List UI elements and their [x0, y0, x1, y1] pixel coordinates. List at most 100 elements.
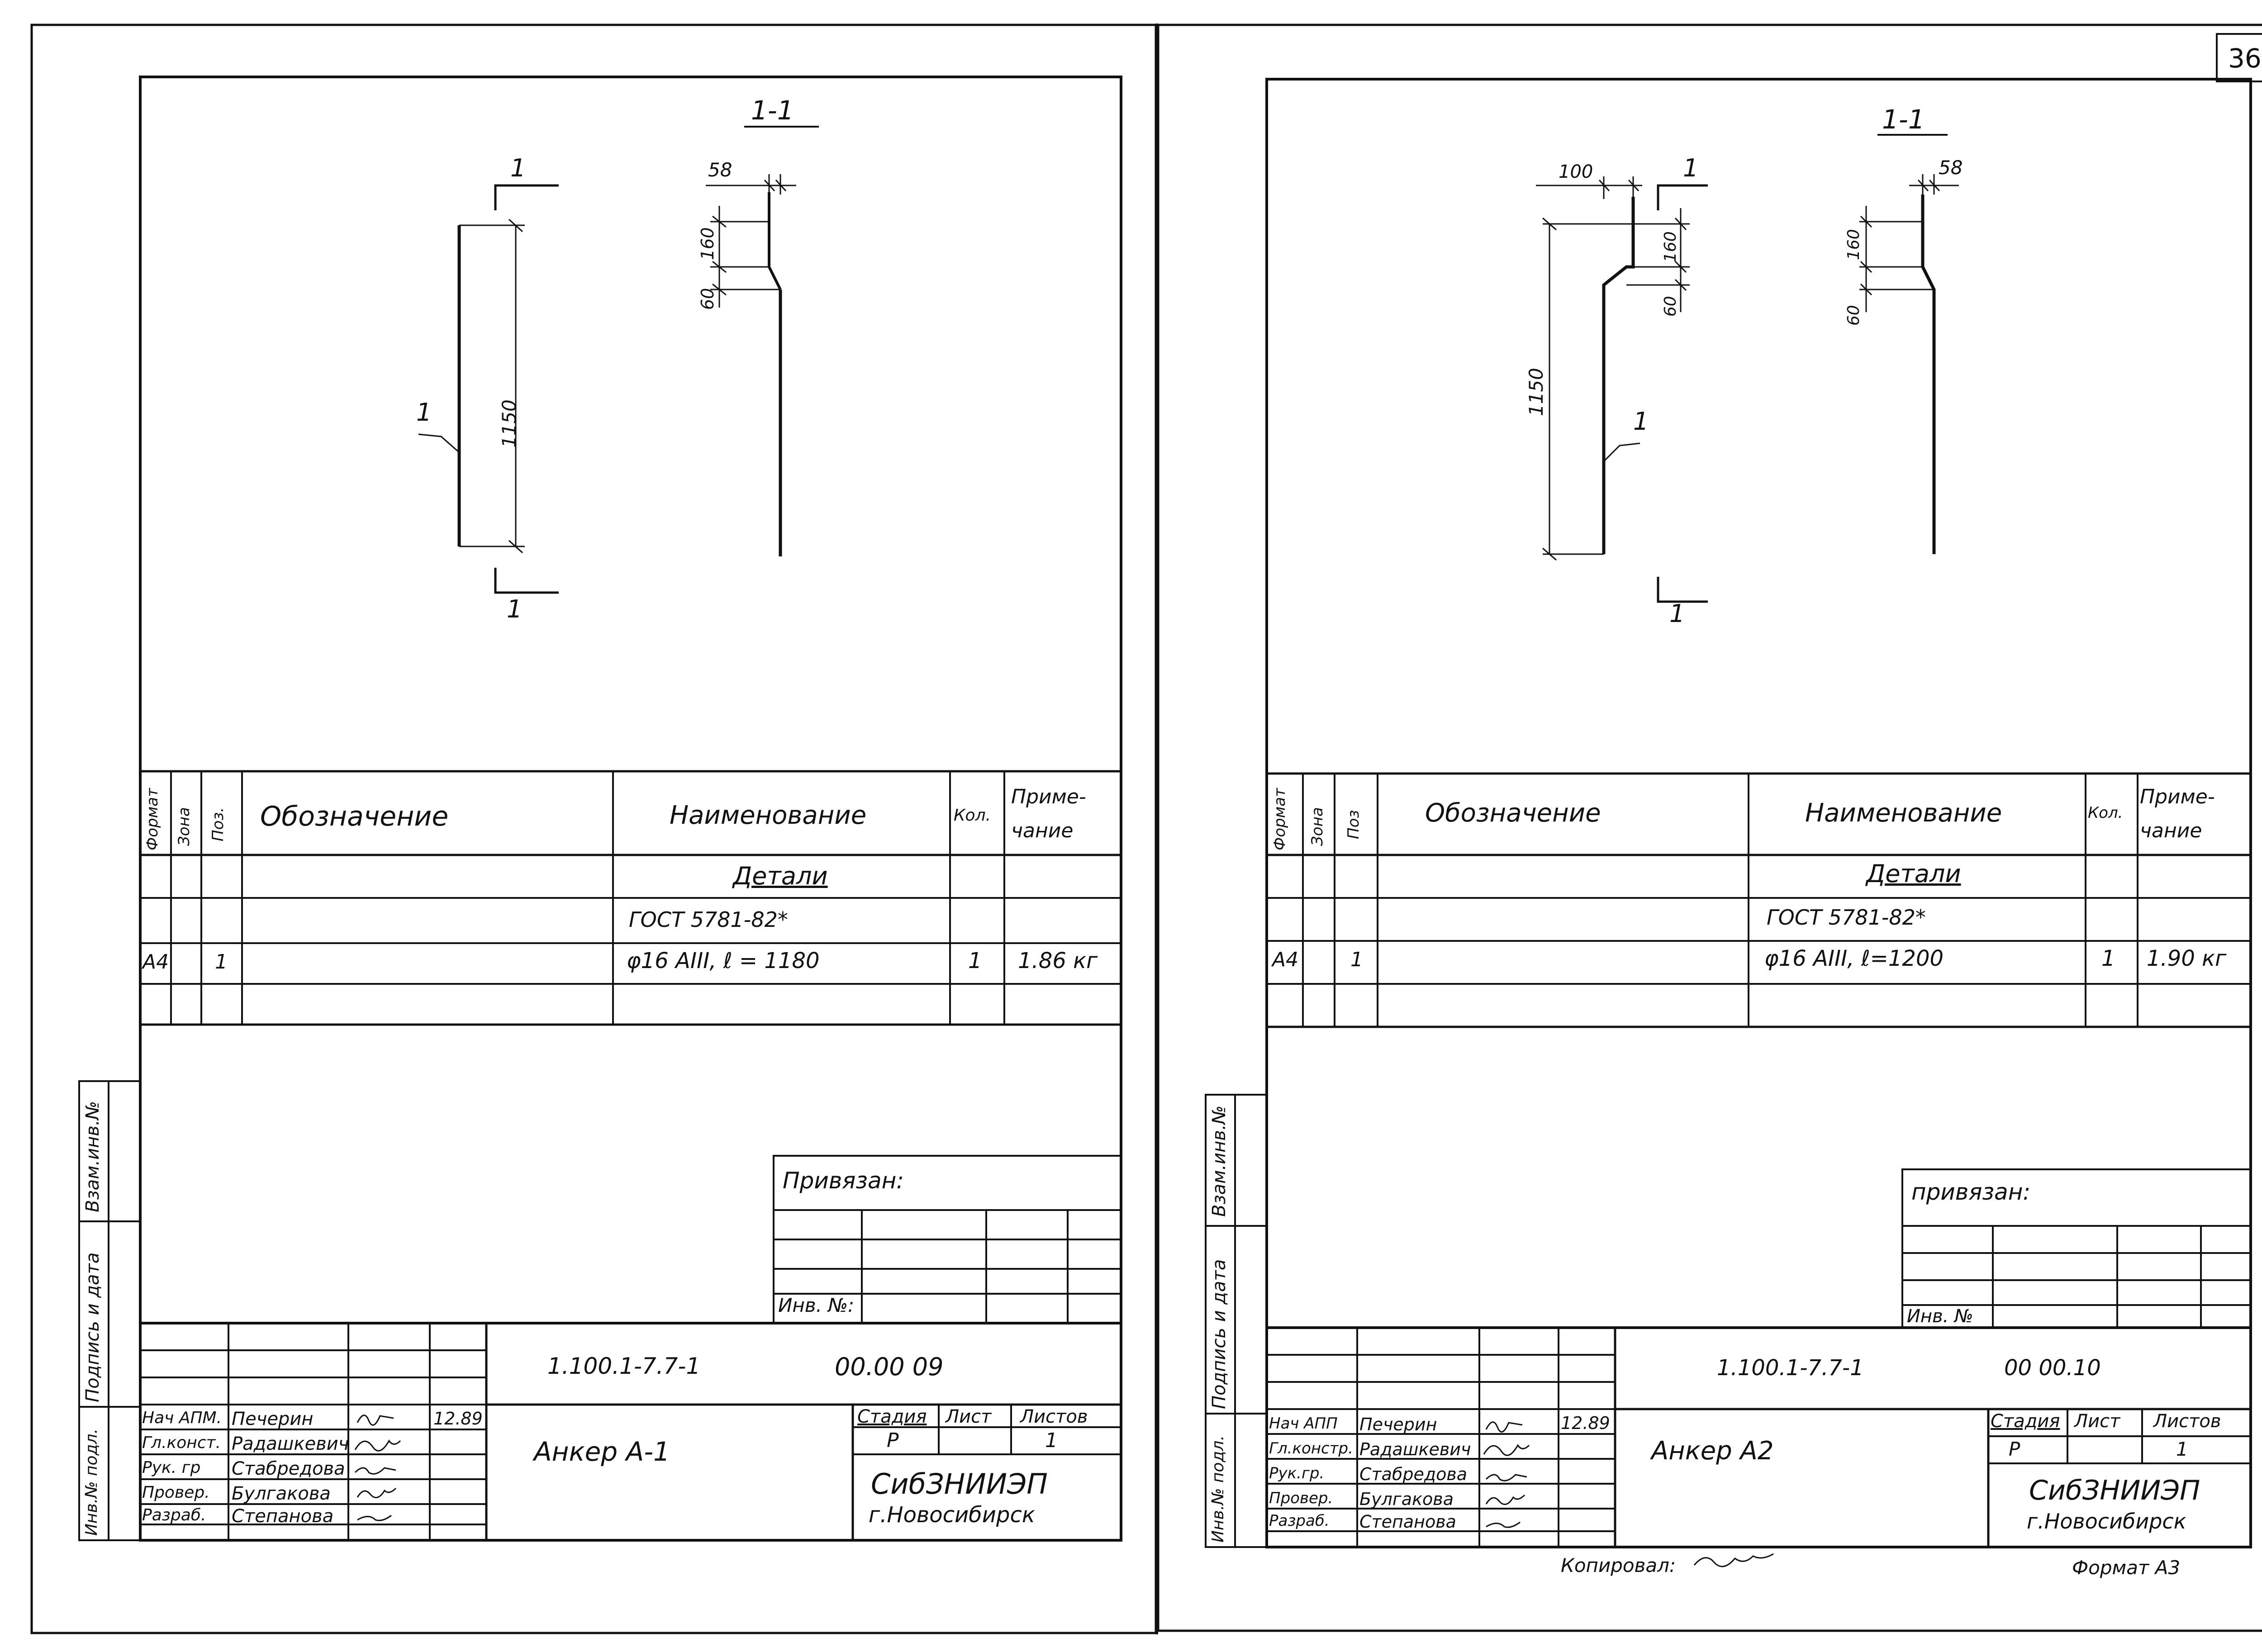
left-staff-role-3: Рук. гр [142, 1458, 201, 1477]
right-sheets-label: Листов [2153, 1411, 2221, 1432]
left-spec-header-designation: Обозначение [260, 801, 449, 832]
right-privyazan-label: привязан: [1911, 1179, 2031, 1205]
left-staff-name-5: Степанова [232, 1506, 334, 1527]
right-copied-label: Копировал: [1561, 1554, 1676, 1576]
left-stage-value: Р [887, 1429, 899, 1452]
left-staff-role-5: Разраб. [142, 1506, 206, 1524]
left-spec-row-3-name: φ16 АIII, ℓ = 1180 [627, 948, 820, 973]
left-spec-row-3-note: 1.86 кг [1018, 948, 1098, 973]
left-staff-role-1: Нач АПМ. [142, 1409, 222, 1427]
left-spec-header-note-1: Приме- [1011, 785, 1086, 808]
right-stage-value: Р [2009, 1438, 2020, 1460]
right-dim-58: 58 [1939, 157, 1963, 179]
right-staff-role-1: Нач АПП [1269, 1415, 1338, 1433]
left-city: г.Новосибирск [869, 1502, 1035, 1528]
right-dim-60-b: 60 [1844, 305, 1863, 326]
left-stamp-podpis: Подпись и дата [82, 1252, 103, 1402]
left-spec-header-pos: Поз. [209, 807, 227, 841]
left-sheets-label: Листов [1020, 1406, 1088, 1427]
left-spec-row-2-name: ГОСТ 5781-82* [629, 907, 788, 932]
right-position-label: 1 [1633, 407, 1649, 436]
right-spec-row-2-name: ГОСТ 5781-82* [1767, 905, 1926, 930]
right-spec-header-pos: Поз [1345, 810, 1363, 839]
right-sheet-label: Лист [2074, 1411, 2120, 1432]
left-org: СибЗНИИЭП [871, 1467, 1048, 1500]
left-stamp-inv: Инв.№ подл. [82, 1429, 101, 1536]
right-dim-100: 100 [1559, 161, 1593, 182]
right-dim-160-a: 160 [1661, 231, 1680, 262]
left-spec-header-format: Формат [143, 788, 162, 850]
left-staff-role-2: Гл.конст. [142, 1434, 221, 1452]
right-date: 12.89 [1561, 1413, 1610, 1433]
right-staff-role-3: Рук.гр. [1269, 1464, 1325, 1482]
left-inv-no-label: Инв. №: [778, 1294, 855, 1316]
left-dim-160: 160 [698, 227, 718, 260]
right-staff-role-2: Гл.констр. [1269, 1439, 1353, 1457]
right-format-label: Формат А3 [2072, 1557, 2181, 1579]
left-stage-label: Стадия [857, 1406, 927, 1427]
left-spec-header-name: Наименование [670, 801, 867, 830]
left-staff-role-4: Провер. [142, 1483, 210, 1502]
right-doc-code: 1.100.1-7.7-1 [1717, 1355, 1864, 1381]
left-spec-row-1-name: Детали [733, 862, 828, 890]
left-dim-60: 60 [698, 288, 718, 310]
right-city: г.Новосибирск [2027, 1509, 2186, 1533]
page-number: 36 [2228, 43, 2262, 74]
right-cut-mark-top: 1 [1683, 154, 1699, 182]
left-cut-mark-top: 1 [510, 154, 526, 182]
right-spec-header-format: Формат [1271, 788, 1289, 850]
left-date: 12.89 [433, 1409, 483, 1429]
right-stamp-inv: Инв.№ подл. [1209, 1435, 1227, 1543]
right-staff-role-4: Провер. [1269, 1489, 1333, 1507]
right-cut-mark-bottom: 1 [1669, 599, 1685, 628]
right-spec-header-zone: Зона [1308, 807, 1326, 846]
left-staff-name-2: Радашкевич [232, 1434, 349, 1454]
right-stamp-vzam: Взам.инв.№ [1209, 1105, 1230, 1217]
right-spec-header-note-1: Приме- [2140, 785, 2215, 808]
left-spec-header-note-2: чание [1011, 819, 1074, 842]
left-section-title: 1-1 [751, 95, 794, 126]
right-spec-row-3-format: А4 [1272, 948, 1299, 971]
right-staff-name-5: Степанова [1359, 1512, 1456, 1532]
right-org: СибЗНИИЭП [2029, 1475, 2200, 1506]
right-dim-1150: 1150 [1525, 368, 1547, 416]
right-stamp-podpis: Подпись и дата [1209, 1259, 1230, 1409]
signatures [354, 1415, 1774, 1567]
left-spec-row-3-qty: 1 [968, 948, 982, 973]
right-staff-name-4: Булгакова [1359, 1489, 1454, 1509]
right-spec-row-3-note: 1.90 кг [2147, 946, 2227, 971]
right-title: Анкер А2 [1651, 1436, 1774, 1466]
right-staff-name-1: Печерин [1359, 1415, 1437, 1434]
left-cut-mark-bottom: 1 [507, 595, 523, 623]
right-spec-row-3-qty: 1 [2101, 946, 2115, 971]
right-staff-name-2: Радашкевич [1359, 1439, 1471, 1459]
left-sheets-value: 1 [1045, 1429, 1058, 1452]
left-spec-header-qty: Кол. [954, 806, 991, 825]
right-spec-row-3-pos: 1 [1350, 948, 1363, 971]
right-spec-header-note-2: чание [2140, 819, 2202, 842]
left-spec-row-3-format: А4 [143, 950, 169, 973]
right-doc-number: 00 00.10 [2004, 1355, 2101, 1381]
left-spec-header-zone: Зона [175, 807, 193, 846]
left-dim-1150: 1150 [498, 399, 520, 448]
left-doc-number: 00.00 09 [835, 1353, 944, 1381]
left-title: Анкер А-1 [534, 1436, 670, 1467]
left-stamp-vzam: Взам.инв.№ [82, 1101, 103, 1212]
left-dim-58: 58 [708, 159, 732, 181]
left-anchor-drawing [418, 126, 819, 594]
right-staff-role-5: Разраб. [1269, 1512, 1330, 1530]
right-dim-60-a: 60 [1661, 296, 1680, 317]
left-privyazan-label: Привязан: [783, 1168, 904, 1194]
left-staff-name-4: Булгакова [232, 1483, 331, 1504]
right-stage-label: Стадия [1991, 1411, 2060, 1432]
right-section-title: 1-1 [1882, 104, 1925, 135]
right-anchor-drawing [1536, 134, 1959, 603]
right-inv-no-label: Инв. № [1907, 1306, 1973, 1327]
right-spec-row-3-name: φ16 АIII, ℓ=1200 [1764, 946, 1944, 971]
right-spec-row-1-name: Детали [1866, 859, 1961, 888]
left-sheet-label: Лист [946, 1406, 992, 1427]
left-spec-row-3-pos: 1 [215, 950, 228, 973]
left-doc-code: 1.100.1-7.7-1 [547, 1353, 701, 1379]
right-staff-name-3: Стабредова [1359, 1464, 1468, 1484]
